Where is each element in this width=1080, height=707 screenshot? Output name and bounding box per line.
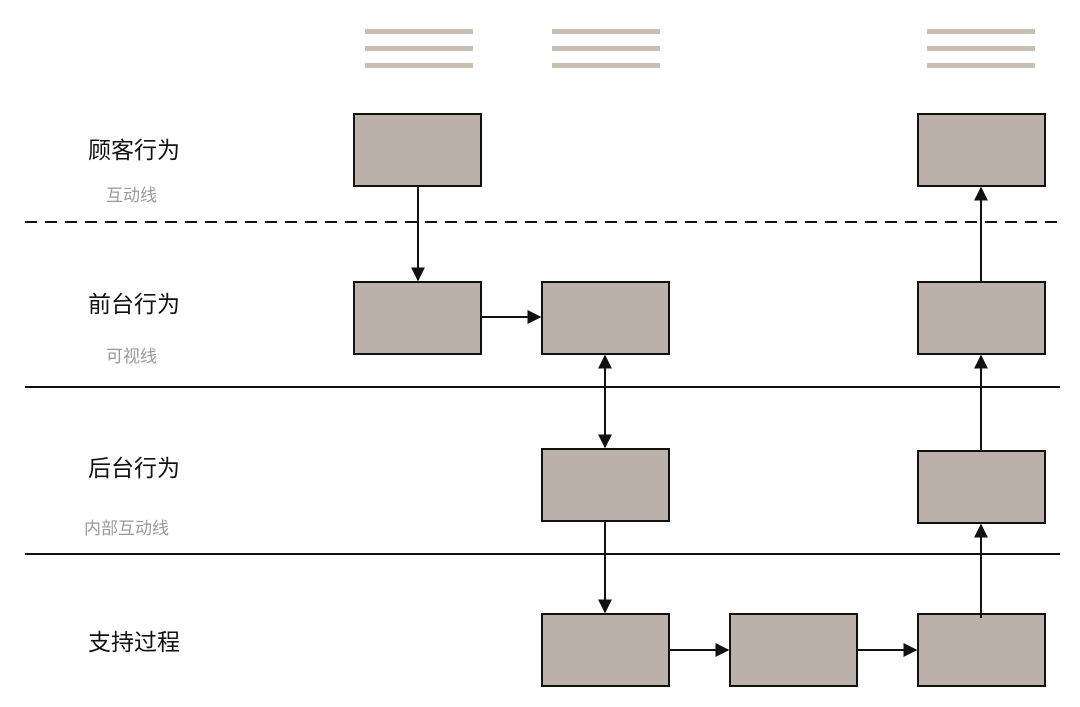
support-box-1 (541, 613, 670, 687)
support-box-3 (917, 613, 1046, 687)
frontstage-box-2 (541, 281, 670, 355)
backstage-box-1 (541, 448, 670, 522)
lane-label-backstage-actions: 后台行为 (88, 456, 180, 482)
customer-action-box-1 (353, 113, 482, 187)
backstage-box-2 (917, 450, 1046, 524)
customer-action-box-2 (917, 113, 1046, 187)
menu-lines-icon (365, 29, 473, 68)
menu-lines-icon (552, 29, 660, 68)
menu-lines-icon (927, 29, 1035, 68)
lane-label-support-processes: 支持过程 (88, 630, 180, 656)
lane-label-frontstage-actions: 前台行为 (88, 292, 180, 318)
frontstage-box-1 (353, 281, 482, 355)
support-box-2 (729, 613, 858, 687)
lane-label-customer-actions: 顾客行为 (88, 138, 180, 164)
line-label-internal-interaction: 内部互动线 (84, 519, 169, 539)
line-label-interaction: 互动线 (106, 186, 157, 206)
frontstage-box-3 (917, 281, 1046, 355)
line-label-visibility: 可视线 (106, 347, 157, 367)
